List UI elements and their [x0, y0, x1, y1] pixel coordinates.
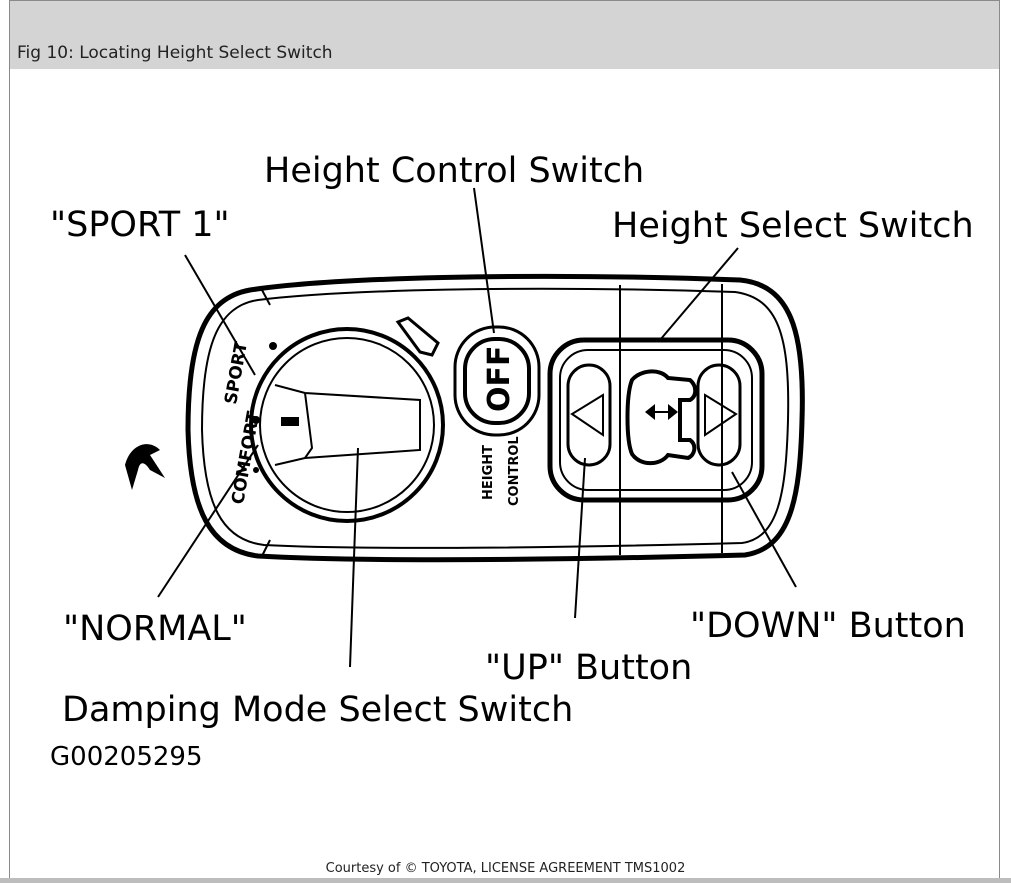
height-label: HEIGHT [481, 445, 496, 500]
leader-normal [157, 444, 259, 598]
label-height-control-switch: Height Control Switch [264, 151, 644, 191]
label-damping-mode-select-switch: Damping Mode Select Switch [62, 690, 573, 730]
dial-indicator-dot [253, 467, 259, 473]
switch-panel-inner-outline [200, 287, 790, 549]
down-arrow-icon [704, 393, 738, 437]
switch-panel-outline [185, 273, 805, 563]
damping-dial-knob-top [304, 392, 314, 459]
figure-code: G00205295 [50, 742, 202, 772]
leader-height-select [659, 247, 739, 341]
panel-seam [261, 289, 271, 306]
leader-sport1 [184, 254, 256, 376]
car-up-arrow-icon [645, 404, 655, 420]
label-normal: "NORMAL" [63, 609, 247, 649]
label-sport1: "SPORT 1" [50, 205, 230, 245]
up-arrow-icon [570, 393, 604, 437]
control-label: CONTROL [507, 436, 522, 506]
up-button[interactable] [566, 363, 612, 467]
off-label: OFF [482, 346, 517, 413]
dial-pointer-mark [281, 417, 299, 426]
height-control-switch-inner [463, 337, 531, 425]
height-control-switch[interactable] [453, 325, 541, 437]
damping-dial-outer [249, 327, 445, 523]
leader-height-control [473, 187, 495, 334]
car-down-arrow-icon [668, 404, 678, 420]
car-tilt-icon [395, 316, 440, 357]
label-height-select-switch: Height Select Switch [612, 206, 974, 246]
damping-dial-inner [259, 337, 435, 513]
leader-damping-mode [349, 447, 359, 668]
height-select-switch [547, 337, 765, 503]
rotate-arrow-icon [125, 444, 165, 490]
bottom-bar [0, 878, 1011, 883]
height-select-switch-inner [559, 349, 753, 491]
damping-dial-knob [274, 384, 421, 466]
label-down-button: "DOWN" Button [690, 606, 966, 646]
figure-header: Fig 10: Locating Height Select Switch [10, 0, 999, 69]
dial-indicator-dot [269, 342, 277, 350]
leader-down-button [731, 471, 797, 588]
courtesy-note: Courtesy of © TOYOTA, LICENSE AGREEMENT … [325, 861, 686, 876]
dial-indicator-dot [252, 416, 260, 424]
panel-seam [261, 539, 271, 557]
label-up-button: "UP" Button [485, 648, 692, 688]
leader-up-button [574, 457, 586, 619]
figure-frame: Fig 10: Locating Height Select Switch [9, 0, 1000, 878]
panel-label-sport: SPORT [221, 340, 252, 406]
figure-title: Fig 10: Locating Height Select Switch [17, 43, 333, 63]
down-button[interactable] [696, 363, 742, 467]
car-height-icon [625, 369, 698, 466]
